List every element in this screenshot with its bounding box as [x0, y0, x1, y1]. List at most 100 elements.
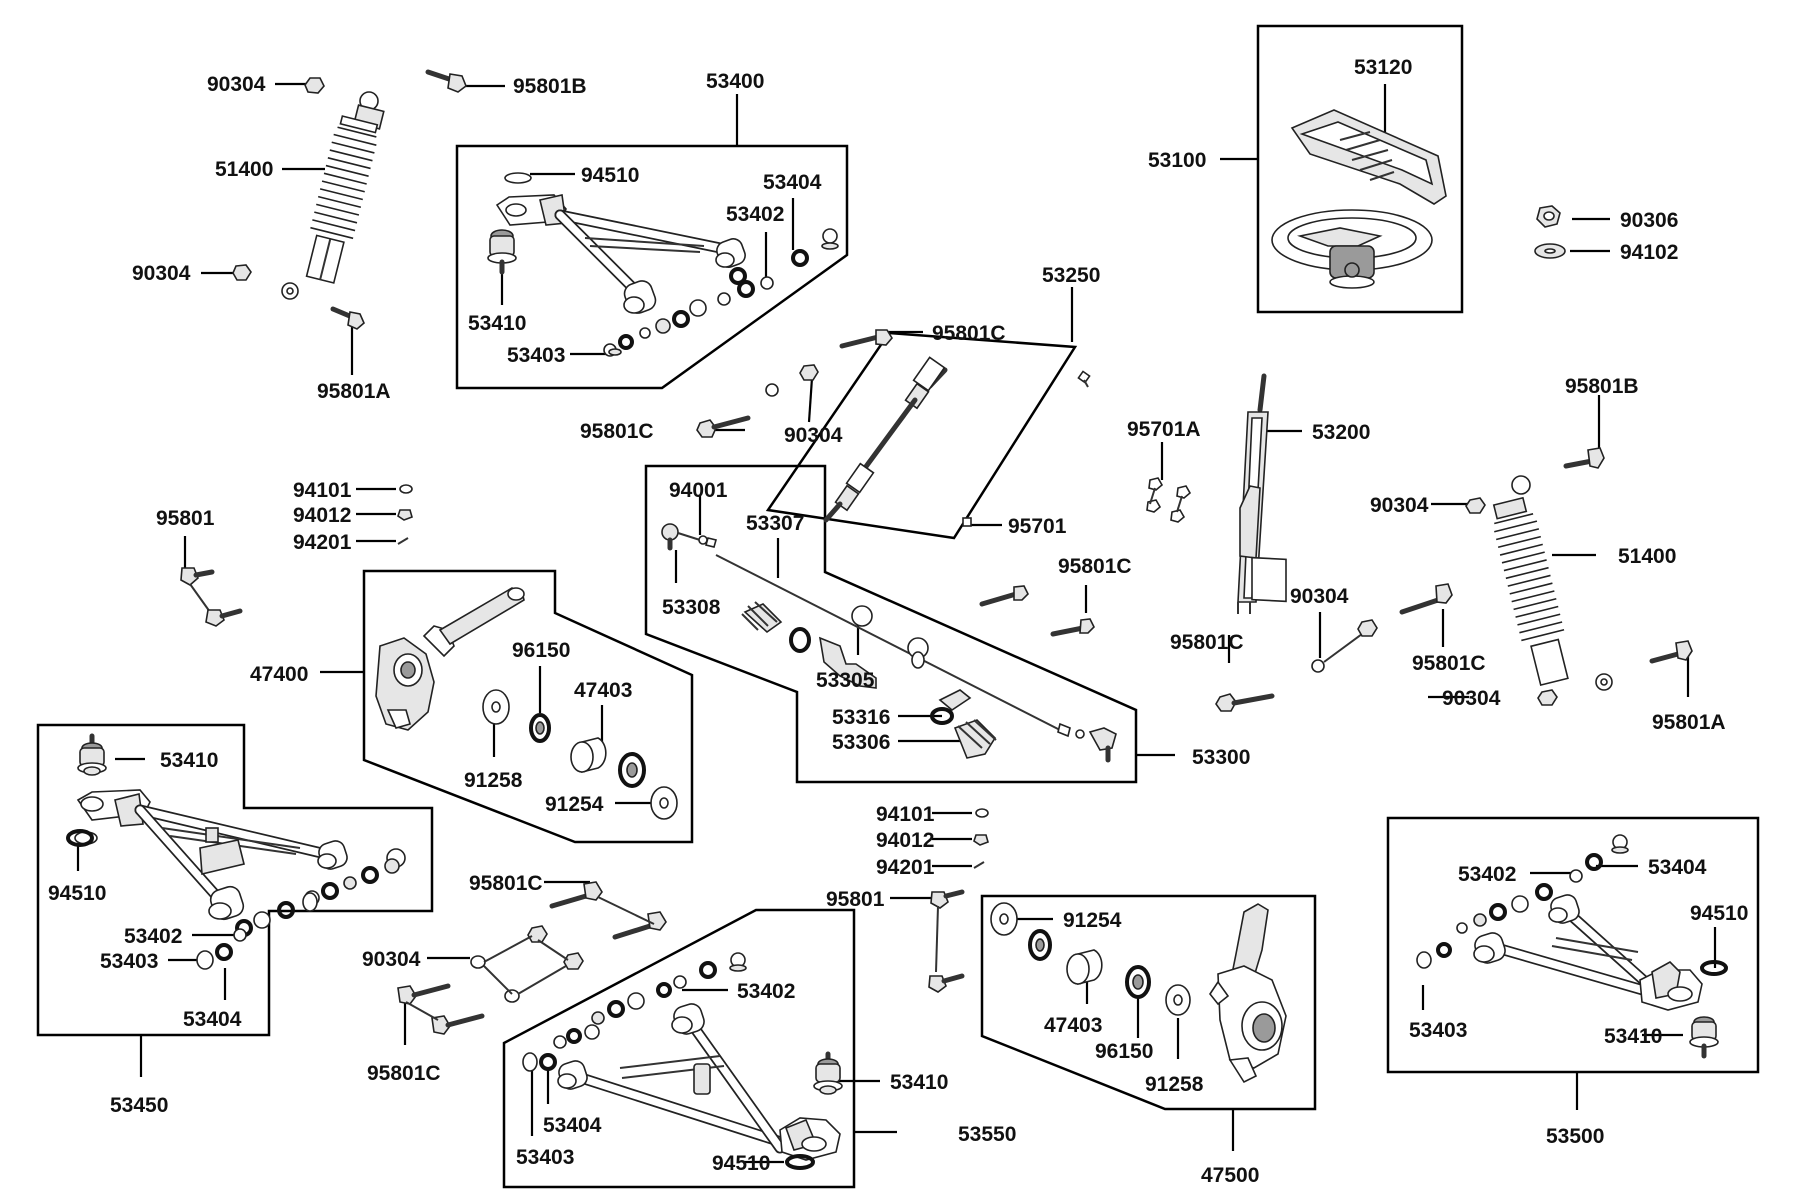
label-53404-top: 53404	[763, 171, 822, 194]
ball-joint-53410-right	[1689, 1016, 1719, 1059]
box-53400	[455, 144, 849, 390]
label-95801-left: 95801	[156, 507, 215, 530]
label-94101-top: 94101	[293, 479, 352, 502]
label-94101-bottom: 94101	[876, 803, 935, 826]
bushings-53500	[1416, 834, 1629, 969]
bushings-53550	[522, 952, 747, 1072]
label-53400: 53400	[706, 70, 764, 93]
label-53200: 53200	[1312, 421, 1370, 444]
label-53450: 53450	[110, 1094, 168, 1117]
label-94001: 94001	[669, 479, 728, 502]
label-53402-top: 53402	[726, 203, 784, 226]
label-53410-top: 53410	[468, 312, 526, 335]
tie-rod-assembly-53300-drawing	[661, 523, 1117, 763]
label-53550: 53550	[958, 1123, 1016, 1146]
label-51400-left: 51400	[215, 158, 273, 181]
label-95801C-b: 95801C	[580, 420, 654, 443]
label-53402-bottom: 53402	[737, 980, 795, 1003]
steering-column-53200-drawing	[1237, 373, 1287, 614]
label-53120: 53120	[1354, 56, 1412, 79]
label-96150-right: 96150	[1095, 1040, 1153, 1063]
label-53402-left: 53402	[124, 925, 182, 948]
part-drawings	[66, 69, 1728, 1170]
label-90304-right-bottom: 90304	[1442, 687, 1501, 710]
bolts-95801C-lower-group	[397, 881, 667, 1035]
label-91254-left: 91254	[545, 793, 604, 816]
box-53450	[36, 723, 434, 1037]
circlip-94510-bottom	[785, 1154, 815, 1170]
ball-joint-53410-bottom	[813, 1051, 843, 1095]
washer-nut-90304-mid	[765, 364, 819, 397]
label-95801C-a: 95801C	[932, 322, 1006, 345]
part-number-labels: 90304 95801B 51400 90304 95801A 53400 94…	[48, 56, 1748, 1187]
label-91258-left: 91258	[464, 769, 523, 792]
nut-90304-left-bottom	[232, 264, 252, 281]
label-53403-bottom: 53403	[516, 1146, 574, 1169]
ball-joint-53410-left	[77, 733, 107, 776]
label-90304-lower: 90304	[362, 948, 421, 971]
label-94510-bottom: 94510	[712, 1152, 770, 1175]
label-95801A-right: 95801A	[1652, 711, 1726, 734]
label-53404-right: 53404	[1648, 856, 1707, 879]
shock-absorber-right-drawing	[1492, 475, 1613, 691]
a-arm-53400-drawing	[495, 172, 746, 314]
hub-parts-47500	[990, 902, 1191, 1016]
label-53500: 53500	[1546, 1125, 1604, 1148]
label-53403-right: 53403	[1409, 1019, 1467, 1042]
label-53404-left: 53404	[183, 1008, 242, 1031]
box-47400	[362, 569, 694, 844]
box-47500	[980, 894, 1317, 1111]
nut-90306	[1536, 205, 1561, 228]
bolt-95801B-right	[1563, 447, 1605, 469]
label-90304-left: 90304	[132, 262, 191, 285]
label-53403-left: 53403	[100, 950, 158, 973]
label-53403-top: 53403	[507, 344, 565, 367]
bolt-95801C-center-a	[979, 585, 1029, 607]
circlip-94510-right	[1700, 960, 1728, 976]
label-94201-top: 94201	[293, 531, 352, 554]
bushings-53400	[603, 228, 839, 357]
steering-shaft-53250-drawing	[823, 356, 1091, 527]
label-91254-right: 91254	[1063, 909, 1122, 932]
label-95801C-lower-left: 95801C	[367, 1062, 441, 1085]
label-51400-right: 51400	[1618, 545, 1676, 568]
label-95801C-center-left: 95801C	[1170, 631, 1244, 654]
label-53307: 53307	[746, 512, 804, 535]
a-arm-53450-drawing	[74, 789, 348, 921]
label-94201-bottom: 94201	[876, 856, 935, 879]
label-47403-left: 47403	[574, 679, 632, 702]
label-53404-bottom: 53404	[543, 1114, 602, 1137]
label-90304-mid: 90304	[784, 424, 843, 447]
label-53250: 53250	[1042, 264, 1100, 287]
knuckle-47500-drawing	[1209, 903, 1287, 1084]
label-90304-right-top: 90304	[1370, 494, 1429, 517]
box-53500	[1386, 816, 1760, 1074]
label-91258-right: 91258	[1145, 1073, 1204, 1096]
circlip-94510-left	[66, 829, 94, 847]
label-53316: 53316	[832, 706, 890, 729]
label-94510-top: 94510	[581, 164, 639, 187]
label-90304-center: 90304	[1290, 585, 1349, 608]
label-95801B-right: 95801B	[1565, 375, 1639, 398]
shock-absorber-left-drawing	[281, 91, 385, 300]
bolt-95801A-left	[330, 306, 365, 330]
label-47400: 47400	[250, 663, 308, 686]
label-53300: 53300	[1192, 746, 1250, 769]
label-96150-left: 96150	[512, 639, 570, 662]
steering-wheel-cover-53120	[1290, 109, 1447, 205]
bolts-95801-left	[180, 567, 243, 627]
steering-wheel-53100	[1271, 209, 1433, 289]
label-95801A-left: 95801A	[317, 380, 391, 403]
label-53410-bottom: 53410	[890, 1071, 948, 1094]
box-53300	[644, 464, 1138, 784]
hardware-94101-group-bottom	[973, 808, 989, 869]
label-95801B-top: 95801B	[513, 75, 587, 98]
bushings-53450	[196, 848, 406, 970]
label-95801C-center: 95801C	[1058, 555, 1132, 578]
label-94012-top: 94012	[293, 504, 351, 527]
washer-nut-90304-right-mid	[1311, 619, 1378, 673]
bolts-95701A	[1146, 477, 1192, 523]
bolt-95801C-upper	[839, 329, 893, 349]
box-53250	[765, 331, 1078, 540]
